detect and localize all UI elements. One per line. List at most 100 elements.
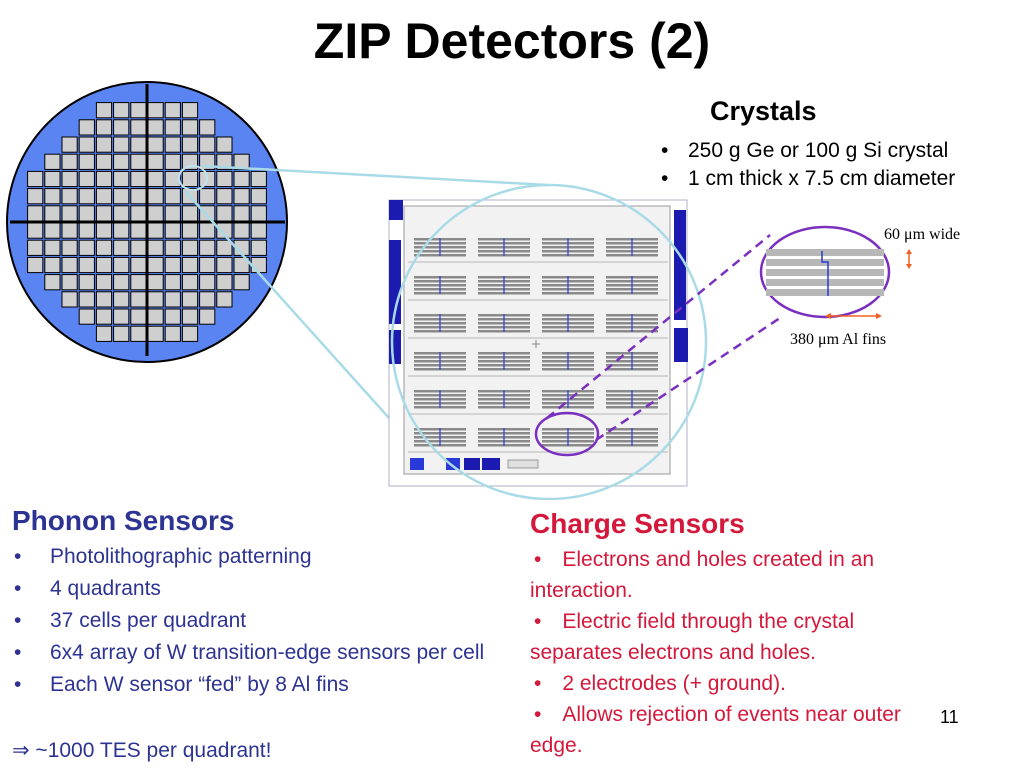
wafer-cell (113, 222, 130, 239)
wafer-cell (216, 153, 233, 170)
wafer-cell (78, 256, 95, 274)
wafer-cell (95, 153, 113, 170)
tes-sensor (542, 276, 594, 295)
wafer-cell (250, 256, 267, 274)
wafer-cell (113, 256, 130, 274)
phonon-conclusion: ⇒ ~1000 TES per quadrant! (12, 739, 272, 762)
tes-sensor (606, 390, 658, 409)
wafer-cell (44, 256, 61, 274)
tes-sensor (478, 238, 530, 257)
sensor-highlight-ring (534, 411, 600, 457)
tes-sensor (478, 276, 530, 295)
tes-sensor (606, 276, 658, 295)
wafer-cell (164, 188, 181, 205)
wafer-cell (147, 205, 164, 222)
tes-sensor (478, 314, 530, 333)
wafer-cell (181, 136, 199, 153)
wafer-cell (95, 222, 113, 239)
wafer-cell (164, 291, 181, 308)
tes-sensor (542, 314, 594, 333)
tes-sensor (606, 428, 658, 447)
wafer-cell (130, 136, 147, 153)
wafer-cell (199, 188, 216, 205)
wafer-cell (113, 274, 130, 291)
wafer-cell (78, 153, 95, 170)
wafer-cell (130, 205, 147, 222)
tes-sensor (606, 238, 658, 257)
wafer-cell (27, 256, 44, 274)
wafer-cell (199, 274, 216, 291)
wafer-cell (147, 136, 164, 153)
wafer-cell (164, 136, 181, 153)
tes-sensor (414, 390, 466, 409)
wafer-cell (216, 188, 233, 205)
wafer-cell (78, 136, 95, 153)
dashed-line-top (546, 234, 771, 419)
wafer-cell (27, 188, 44, 205)
wafer-cell (61, 153, 78, 170)
wafer-cell (216, 170, 233, 188)
wafer-cell (113, 205, 130, 222)
fins-label: 380 μm Al fins (790, 331, 887, 348)
wafer-cell (147, 291, 164, 308)
tes-sensor (414, 352, 466, 371)
wafer-cell (233, 170, 250, 188)
wafer-cell (164, 153, 181, 170)
wafer-cell (44, 170, 61, 188)
wafer-cell (199, 239, 216, 256)
wafer-cell (130, 308, 147, 325)
tes-sensor (542, 390, 594, 409)
wafer-cell (250, 170, 267, 188)
wafer-cell (199, 256, 216, 274)
tes-sensor (606, 314, 658, 333)
wafer-cell (95, 239, 113, 256)
tes-sensor (414, 276, 466, 295)
wafer-cell (95, 325, 113, 342)
width-label: 60 μm wide (884, 226, 961, 243)
tes-sensor (478, 428, 530, 447)
tes-sensor (414, 428, 466, 447)
wafer-cell (44, 239, 61, 256)
layout-zoom-circle (390, 183, 708, 500)
wafer-cell (130, 222, 147, 239)
tes-sensor (542, 352, 594, 371)
list-item: 250 g Ge or 100 g Si crystal (658, 137, 955, 165)
crystals-heading: Crystals (710, 96, 817, 126)
tes-rows (408, 238, 668, 453)
wafer-cell (130, 102, 147, 119)
wafer-cell (95, 291, 113, 308)
wafer-cell (130, 239, 147, 256)
wafer-cell (181, 170, 199, 188)
wafer-cell (78, 291, 95, 308)
wafer-cell (95, 274, 113, 291)
tes-sensor (606, 352, 658, 371)
fins-zoom (759, 225, 891, 319)
wafer-cell (147, 308, 164, 325)
wafer-cell (181, 274, 199, 291)
wafer-cell (95, 170, 113, 188)
wafer-cell (147, 188, 164, 205)
list-item: 4 quadrants (12, 576, 512, 601)
slide-title: ZIP Detectors (2) (313, 13, 711, 69)
wafer-cell (78, 205, 95, 222)
wafer-cell (44, 222, 61, 239)
wafer-cell (61, 222, 78, 239)
selected-cell-ring (178, 165, 208, 191)
wafer-cell (130, 153, 147, 170)
wafer-cell (113, 119, 130, 136)
wafer-cell (181, 308, 199, 325)
wafer-cell (61, 136, 78, 153)
charge-heading: Charge Sensors (530, 508, 745, 539)
wafer-cell (164, 325, 181, 342)
wafer-cell (199, 291, 216, 308)
wafer-cell (164, 170, 181, 188)
list-item: Each W sensor “fed” by 8 Al fins (12, 672, 512, 697)
list-item: 1 cm thick x 7.5 cm diameter (658, 165, 955, 193)
wafer-cell (27, 222, 44, 239)
wafer-cell (199, 136, 216, 153)
tes-sensor (414, 314, 466, 333)
charge-list: Electrons and holes created in an intera… (530, 544, 930, 761)
wafer-cell (181, 325, 199, 342)
wafer-cell (130, 256, 147, 274)
wafer-cell (95, 119, 113, 136)
